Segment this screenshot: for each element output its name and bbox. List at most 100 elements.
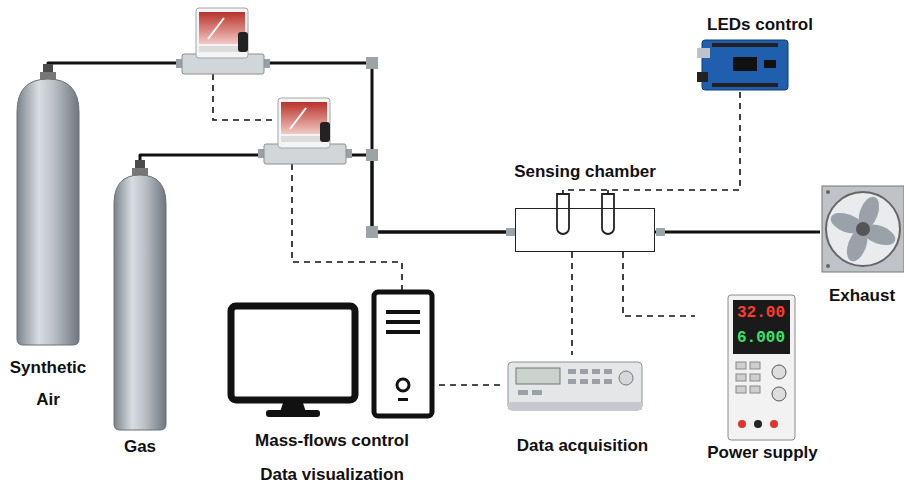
computer [397, 379, 409, 391]
gas-cylinder [114, 160, 166, 430]
device-label: Gas [124, 436, 156, 458]
data-acquisition-unit [604, 379, 612, 384]
signal-wire [563, 92, 740, 208]
text-row: Exhaust [820, 285, 904, 307]
gas-cylinder [17, 79, 79, 345]
mass-flow-controller [258, 98, 352, 164]
display-reading: 6.000 [737, 328, 785, 348]
data-acquisition-unit [516, 368, 560, 384]
data-acquisition-unit [580, 379, 588, 384]
exhaust-fan [822, 186, 904, 272]
text-row: LEDs control [695, 14, 825, 36]
data-acquisition-unit [568, 369, 576, 374]
gas-cylinder [114, 175, 166, 430]
exhaust-fan [826, 190, 830, 194]
device-label: Power supply [707, 442, 818, 464]
mass-flow-controller [238, 32, 248, 52]
power-supply-unit [772, 387, 786, 401]
text-row: Sensing chamber [514, 161, 656, 183]
signal-wire [571, 252, 573, 355]
control-wire [213, 74, 608, 290]
picture-space [695, 36, 825, 92]
gas-sensor [602, 194, 614, 234]
pipe-fitting [366, 57, 378, 69]
device-label: Data acquisition [517, 435, 648, 457]
pipe-fitting [366, 226, 378, 238]
display-reading: 32.00 [737, 303, 785, 323]
led-controller-board [697, 40, 788, 90]
gas-cylinder: Gas [98, 160, 182, 458]
exhaust-fan: Exhaust [820, 185, 904, 307]
mass-flow-controller [290, 108, 306, 129]
device-label: Mass-flows control [255, 430, 409, 452]
computer [266, 410, 320, 417]
led-controller-board [712, 83, 778, 87]
exhaust-fan [828, 194, 898, 264]
data-acquisition-unit [508, 362, 642, 410]
device-label: Data visualization [260, 464, 404, 486]
data-acquisition-unit [532, 390, 542, 395]
text-row: Mass-flows control [228, 430, 436, 452]
data-acquisition-unit [592, 369, 600, 374]
device-label: Synthetic Air [0, 352, 96, 416]
power-supply-unit [728, 295, 795, 440]
text-row: Power supply [695, 442, 830, 464]
computer [374, 292, 432, 416]
power-supply-unit [770, 420, 778, 428]
data-acquisition-unit [619, 371, 633, 385]
computer [386, 330, 420, 334]
text-row: Data visualization [228, 464, 436, 486]
device-label: Exhaust [829, 285, 895, 307]
control-wire [213, 74, 276, 120]
mass-flow-controller [320, 122, 330, 142]
data-acquisition-unit [568, 379, 576, 384]
power-supply-unit [754, 420, 762, 428]
gas-cylinder [135, 160, 145, 169]
power-supply-unit [750, 362, 760, 369]
pipe-fitting [506, 228, 515, 236]
gas-cylinder [43, 64, 53, 73]
gas-sensor [557, 194, 614, 234]
gas-cylinder [17, 64, 79, 345]
gas-sensor [557, 194, 569, 234]
led-controller-board [764, 60, 776, 68]
led-controller-board [697, 48, 710, 58]
power-supply-unit [750, 386, 760, 393]
exhaust-fan [822, 186, 904, 272]
computer [386, 310, 420, 314]
text-row: Synthetic Air [0, 352, 96, 416]
exhaust-fan [826, 192, 900, 266]
led-controller-board [702, 40, 788, 90]
mass-flow-controller [278, 98, 330, 148]
computer [386, 320, 420, 324]
gas-line [140, 155, 515, 232]
device-label: LEDs control [707, 14, 813, 36]
power-supply-unit [736, 362, 746, 369]
power-supply-unit [736, 374, 746, 381]
computer [231, 292, 432, 417]
power-supply-unit [772, 365, 786, 379]
data-acquisition-unit [518, 390, 528, 395]
led-controller-board [712, 43, 778, 47]
sensing-chamber: Sensing chamber [515, 208, 655, 252]
data-acquisition-unit [508, 362, 642, 410]
pipe-fitting [656, 228, 665, 236]
gas-cylinder: Synthetic Air [0, 64, 96, 416]
signal-wire [623, 252, 695, 316]
data-acquisition: Data acquisition [500, 355, 665, 457]
device-label: Sensing chamber [514, 161, 656, 183]
power-supply-unit [728, 295, 795, 440]
mass-flow-controller [196, 8, 248, 58]
computer [231, 306, 355, 400]
power-supply-unit [750, 374, 760, 381]
mass-flow-controller [176, 8, 270, 74]
computer [398, 398, 408, 401]
mass-flow-controller [208, 18, 224, 39]
pipe-fitting [366, 149, 378, 161]
data-acquisition-unit [508, 402, 642, 410]
power-supply-unit [733, 300, 790, 354]
control-wire [292, 164, 402, 290]
